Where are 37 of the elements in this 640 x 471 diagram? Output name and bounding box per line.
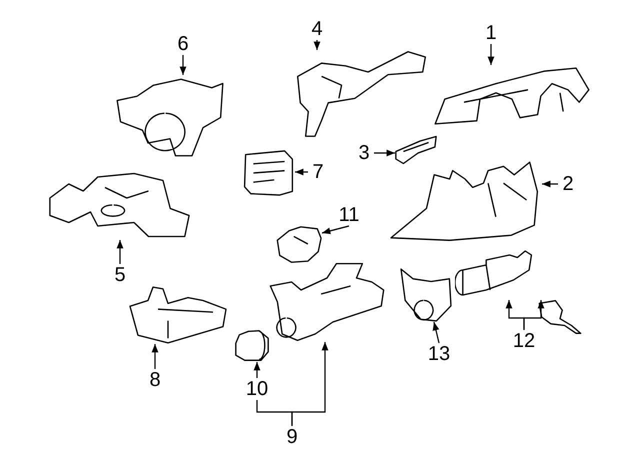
callout-number: 9 (286, 427, 298, 447)
leader-line (295, 168, 308, 176)
leader-line (374, 150, 395, 156)
turn-signal-switch-drawing (47, 170, 192, 240)
callout-number: 7 (312, 162, 324, 182)
leader-line (180, 55, 186, 75)
callout-number: 10 (246, 379, 268, 399)
callout-number: 13 (428, 344, 450, 364)
leader-line (291, 342, 328, 426)
lock-housing-drawing (268, 262, 386, 342)
bracket-part-drawing (243, 150, 295, 196)
callout-number: 6 (177, 34, 189, 54)
ignition-switch-drawing (234, 328, 270, 362)
callout-number: 8 (149, 370, 161, 390)
wiper-switch-drawing (295, 50, 428, 138)
steering-column-cover-drawing (432, 65, 592, 127)
trim-cover-drawing (400, 268, 452, 322)
leader-line (116, 240, 124, 264)
leader-line (523, 300, 544, 330)
callout-number: 11 (338, 205, 360, 225)
sensor-part-drawing (275, 225, 322, 263)
leader-line (322, 225, 350, 234)
leader-line (542, 180, 558, 188)
callout-number: 3 (358, 143, 370, 163)
callout-number: 1 (485, 23, 497, 43)
callout-number: 4 (311, 19, 323, 39)
switch-part-drawing (395, 135, 437, 165)
callout-number: 5 (114, 265, 126, 285)
leader-line (314, 40, 320, 50)
leader-line (432, 322, 440, 344)
key-drawing (537, 300, 583, 334)
leader-line (254, 362, 260, 378)
callout-number: 2 (562, 174, 574, 194)
leader-line (488, 44, 494, 65)
leader-line (152, 344, 158, 369)
control-module-drawing (128, 286, 228, 344)
callout-number: 12 (512, 331, 536, 351)
